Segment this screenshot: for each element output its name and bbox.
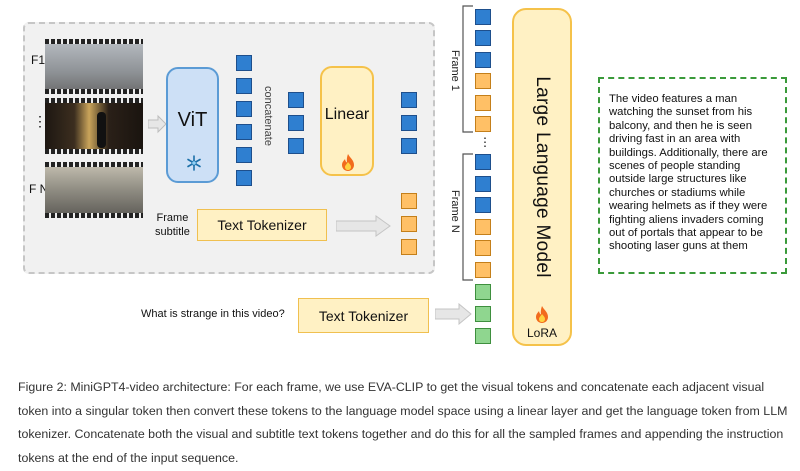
frame-label-f1: F1	[31, 53, 46, 67]
concatenated-token	[288, 138, 304, 154]
frame-ellipsis: ⋮	[479, 135, 491, 149]
llm-input-text-token	[475, 116, 491, 132]
visual-token	[236, 101, 252, 117]
instruction-text-tokenizer-box: Text Tokenizer	[298, 298, 429, 333]
visual-token	[236, 78, 252, 94]
frame-n-label: Frame N	[449, 190, 461, 233]
subtitle-token	[401, 239, 417, 255]
llm-input-text-token	[475, 219, 491, 235]
visual-token	[236, 55, 252, 71]
instruction-token	[475, 284, 491, 300]
llm-input-visual-token	[475, 197, 491, 213]
subtitle-token	[401, 193, 417, 209]
frame-label-ellipsis: ⋮	[33, 113, 47, 129]
llm-title: Large Language Model	[532, 76, 553, 278]
llm-input-visual-token	[475, 9, 491, 25]
projected-token	[401, 138, 417, 154]
subtitle-token	[401, 216, 417, 232]
arrow-icon	[336, 215, 391, 237]
visual-token	[236, 124, 252, 140]
llm-input-visual-token	[475, 176, 491, 192]
llm-input-visual-token	[475, 52, 491, 68]
linear-label: Linear	[324, 106, 370, 123]
frame-group-brackets	[462, 5, 473, 281]
lora-label: LoRA	[526, 326, 558, 340]
frame-thumbnail-2	[45, 98, 143, 154]
instruction-token	[475, 306, 491, 322]
visual-token	[236, 147, 252, 163]
vit-encoder-box: ViT	[166, 67, 219, 183]
tokenizer-label: Text Tokenizer	[217, 217, 307, 233]
llm-input-text-token	[475, 240, 491, 256]
linear-layer-box: Linear	[320, 66, 374, 176]
llm-input-text-token	[475, 95, 491, 111]
snowflake-icon	[187, 155, 201, 171]
tokenizer-label: Text Tokenizer	[318, 307, 409, 324]
vit-label: ViT	[177, 108, 208, 131]
llm-input-visual-token	[475, 154, 491, 170]
frame-label-fn: F N	[29, 182, 49, 196]
subtitle-text-tokenizer-box: Text Tokenizer	[197, 209, 327, 241]
arrow-icon	[435, 303, 472, 325]
projected-token	[401, 115, 417, 131]
model-output-box: The video features a man watching the su…	[598, 77, 787, 274]
arrow-icon	[148, 114, 167, 134]
concatenated-token	[288, 115, 304, 131]
concatenate-label: concatenate	[262, 86, 274, 146]
fire-icon	[342, 154, 354, 171]
model-output-text: The video features a man watching the su…	[609, 93, 768, 253]
figure-caption: Figure 2: MiniGPT4-video architecture: F…	[18, 380, 788, 466]
llm-input-text-token	[475, 262, 491, 278]
llm-input-text-token	[475, 73, 491, 89]
visual-token	[236, 170, 252, 186]
frame-thumbnail-n	[45, 162, 143, 218]
projected-token	[401, 92, 417, 108]
frame-subtitle-label: Frame subtitle	[155, 212, 190, 238]
instruction-token	[475, 328, 491, 344]
concatenated-token	[288, 92, 304, 108]
fire-icon	[536, 306, 548, 323]
frame-thumbnail-1	[45, 39, 143, 94]
instruction-question: What is strange in this video?	[141, 308, 285, 320]
llm-input-visual-token	[475, 30, 491, 46]
llm-box: Large Language Model LoRA	[512, 8, 572, 346]
frame-1-label: Frame 1	[449, 50, 461, 91]
